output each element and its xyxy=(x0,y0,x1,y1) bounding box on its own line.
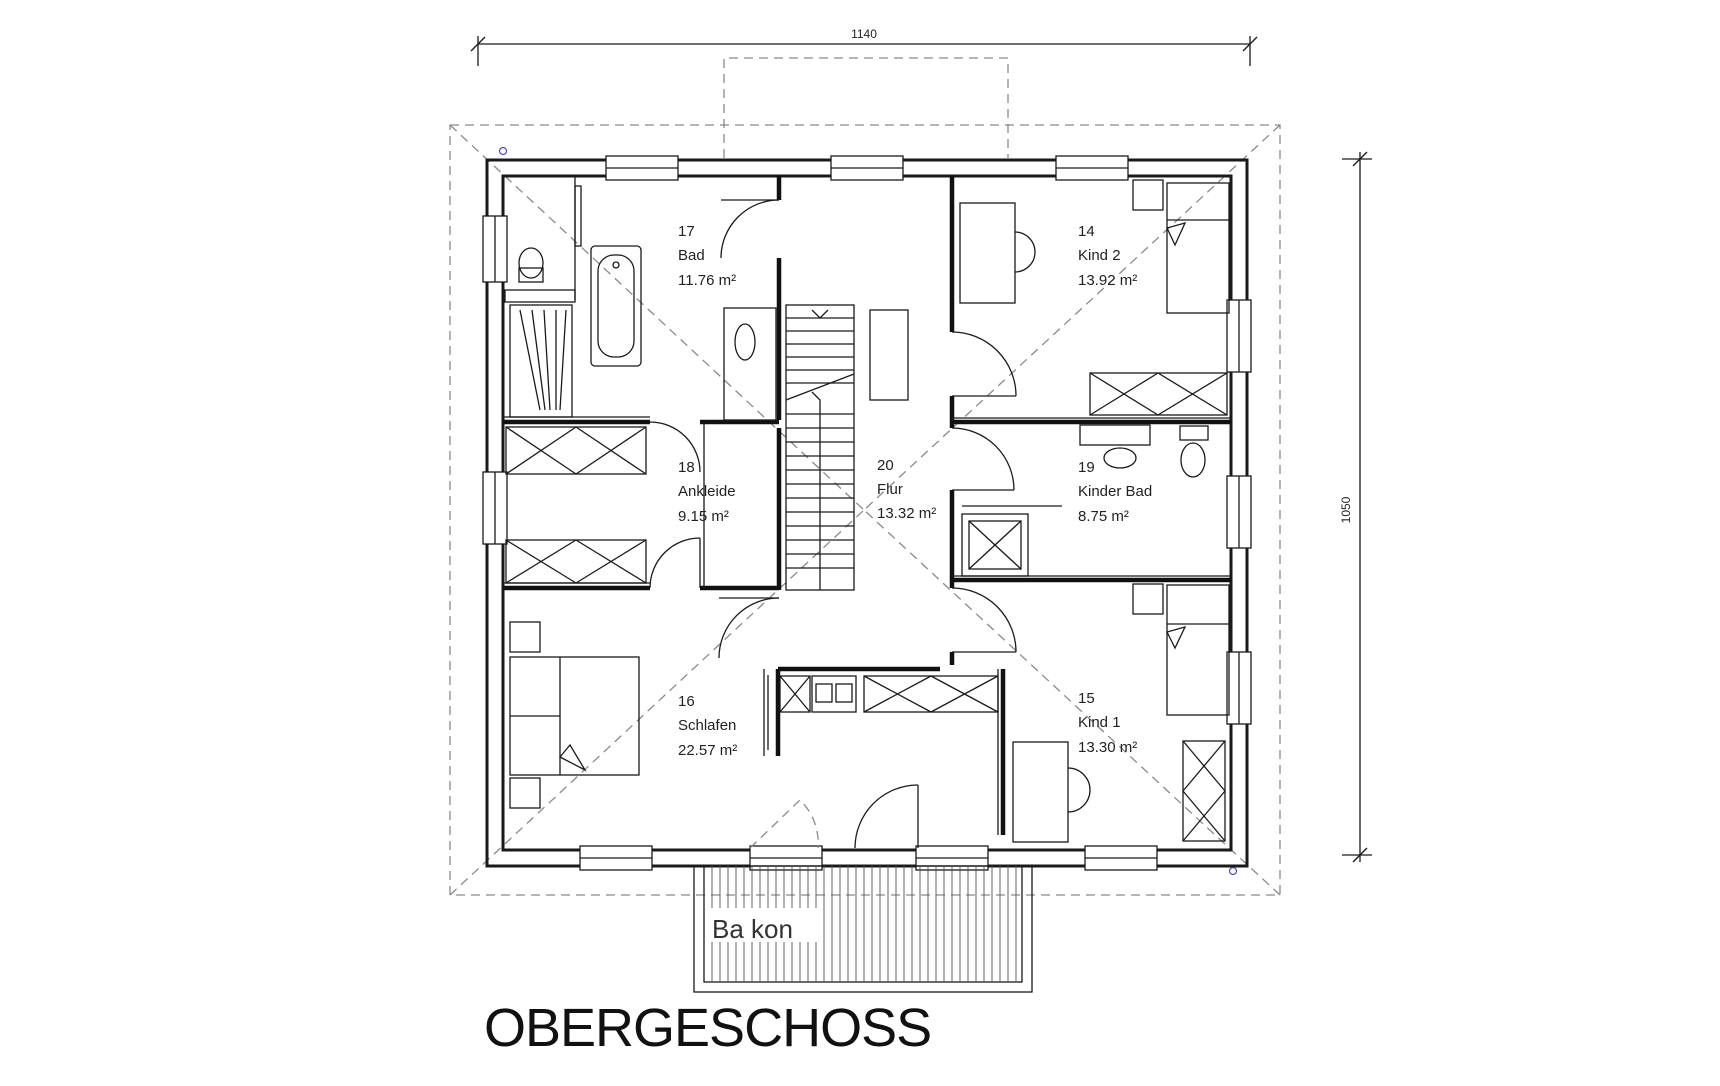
room-area: 22.57 m² xyxy=(678,742,737,759)
room-area: 13.30 m² xyxy=(1078,739,1137,756)
room-name: Bad xyxy=(678,247,705,264)
room-number: 18 xyxy=(678,459,695,476)
dimension-width: 1140 xyxy=(470,27,1258,66)
room-area: 13.32 m² xyxy=(877,505,936,522)
kind1-furniture xyxy=(1012,583,1230,843)
roof-outline xyxy=(449,57,1281,896)
kinderbad-fixtures xyxy=(961,424,1209,577)
balcony: Ba kon xyxy=(693,865,1033,993)
room-number: 20 xyxy=(877,457,894,474)
dimension-width-label: 1140 xyxy=(851,27,877,41)
doors xyxy=(649,199,1017,849)
schlafen-furniture xyxy=(509,621,640,809)
room-name: Ankleide xyxy=(678,483,736,500)
room-number: 14 xyxy=(1078,223,1095,240)
room-area: 11.76 m² xyxy=(678,272,736,289)
room-number: 16 xyxy=(678,693,695,710)
dimension-depth-label: 1050 xyxy=(1339,496,1353,523)
plan-title: OBERGESCHOSS xyxy=(484,998,931,1058)
kitchen-furniture xyxy=(779,675,999,713)
staircase xyxy=(785,304,909,591)
dimension-depth: 1050 xyxy=(1339,151,1372,863)
room-flur: 20 Flur 13.32 m² xyxy=(877,457,936,522)
ankleide-wardrobes xyxy=(505,426,647,584)
bad-fixtures xyxy=(504,185,777,421)
room-number: 15 xyxy=(1078,690,1095,707)
room-name: Schlafen xyxy=(678,717,736,734)
room-area: 13.92 m² xyxy=(1078,272,1137,289)
balcony-label: Ba kon xyxy=(712,914,793,944)
room-number: 17 xyxy=(678,223,695,240)
room-number: 19 xyxy=(1078,459,1095,476)
room-name: Kinder Bad xyxy=(1078,483,1152,500)
room-kind1: 15 Kind 1 13.30 m² xyxy=(1078,690,1137,756)
room-name: Kind 2 xyxy=(1078,247,1121,264)
room-area: 8.75 m² xyxy=(1078,508,1129,525)
room-schlafen: 16 Schlafen 22.57 m² xyxy=(678,693,737,759)
room-name: Kind 1 xyxy=(1078,714,1121,731)
kind2-furniture xyxy=(959,179,1230,416)
room-name: Flur xyxy=(877,481,903,498)
room-kinderbad: 19 Kinder Bad 8.75 m² xyxy=(1078,459,1152,525)
room-ankleide: 18 Ankleide 9.15 m² xyxy=(678,459,736,525)
room-area: 9.15 m² xyxy=(678,508,729,525)
room-kind2: 14 Kind 2 13.92 m² xyxy=(1078,223,1137,289)
room-bad: 17 Bad 11.76 m² xyxy=(678,223,736,289)
